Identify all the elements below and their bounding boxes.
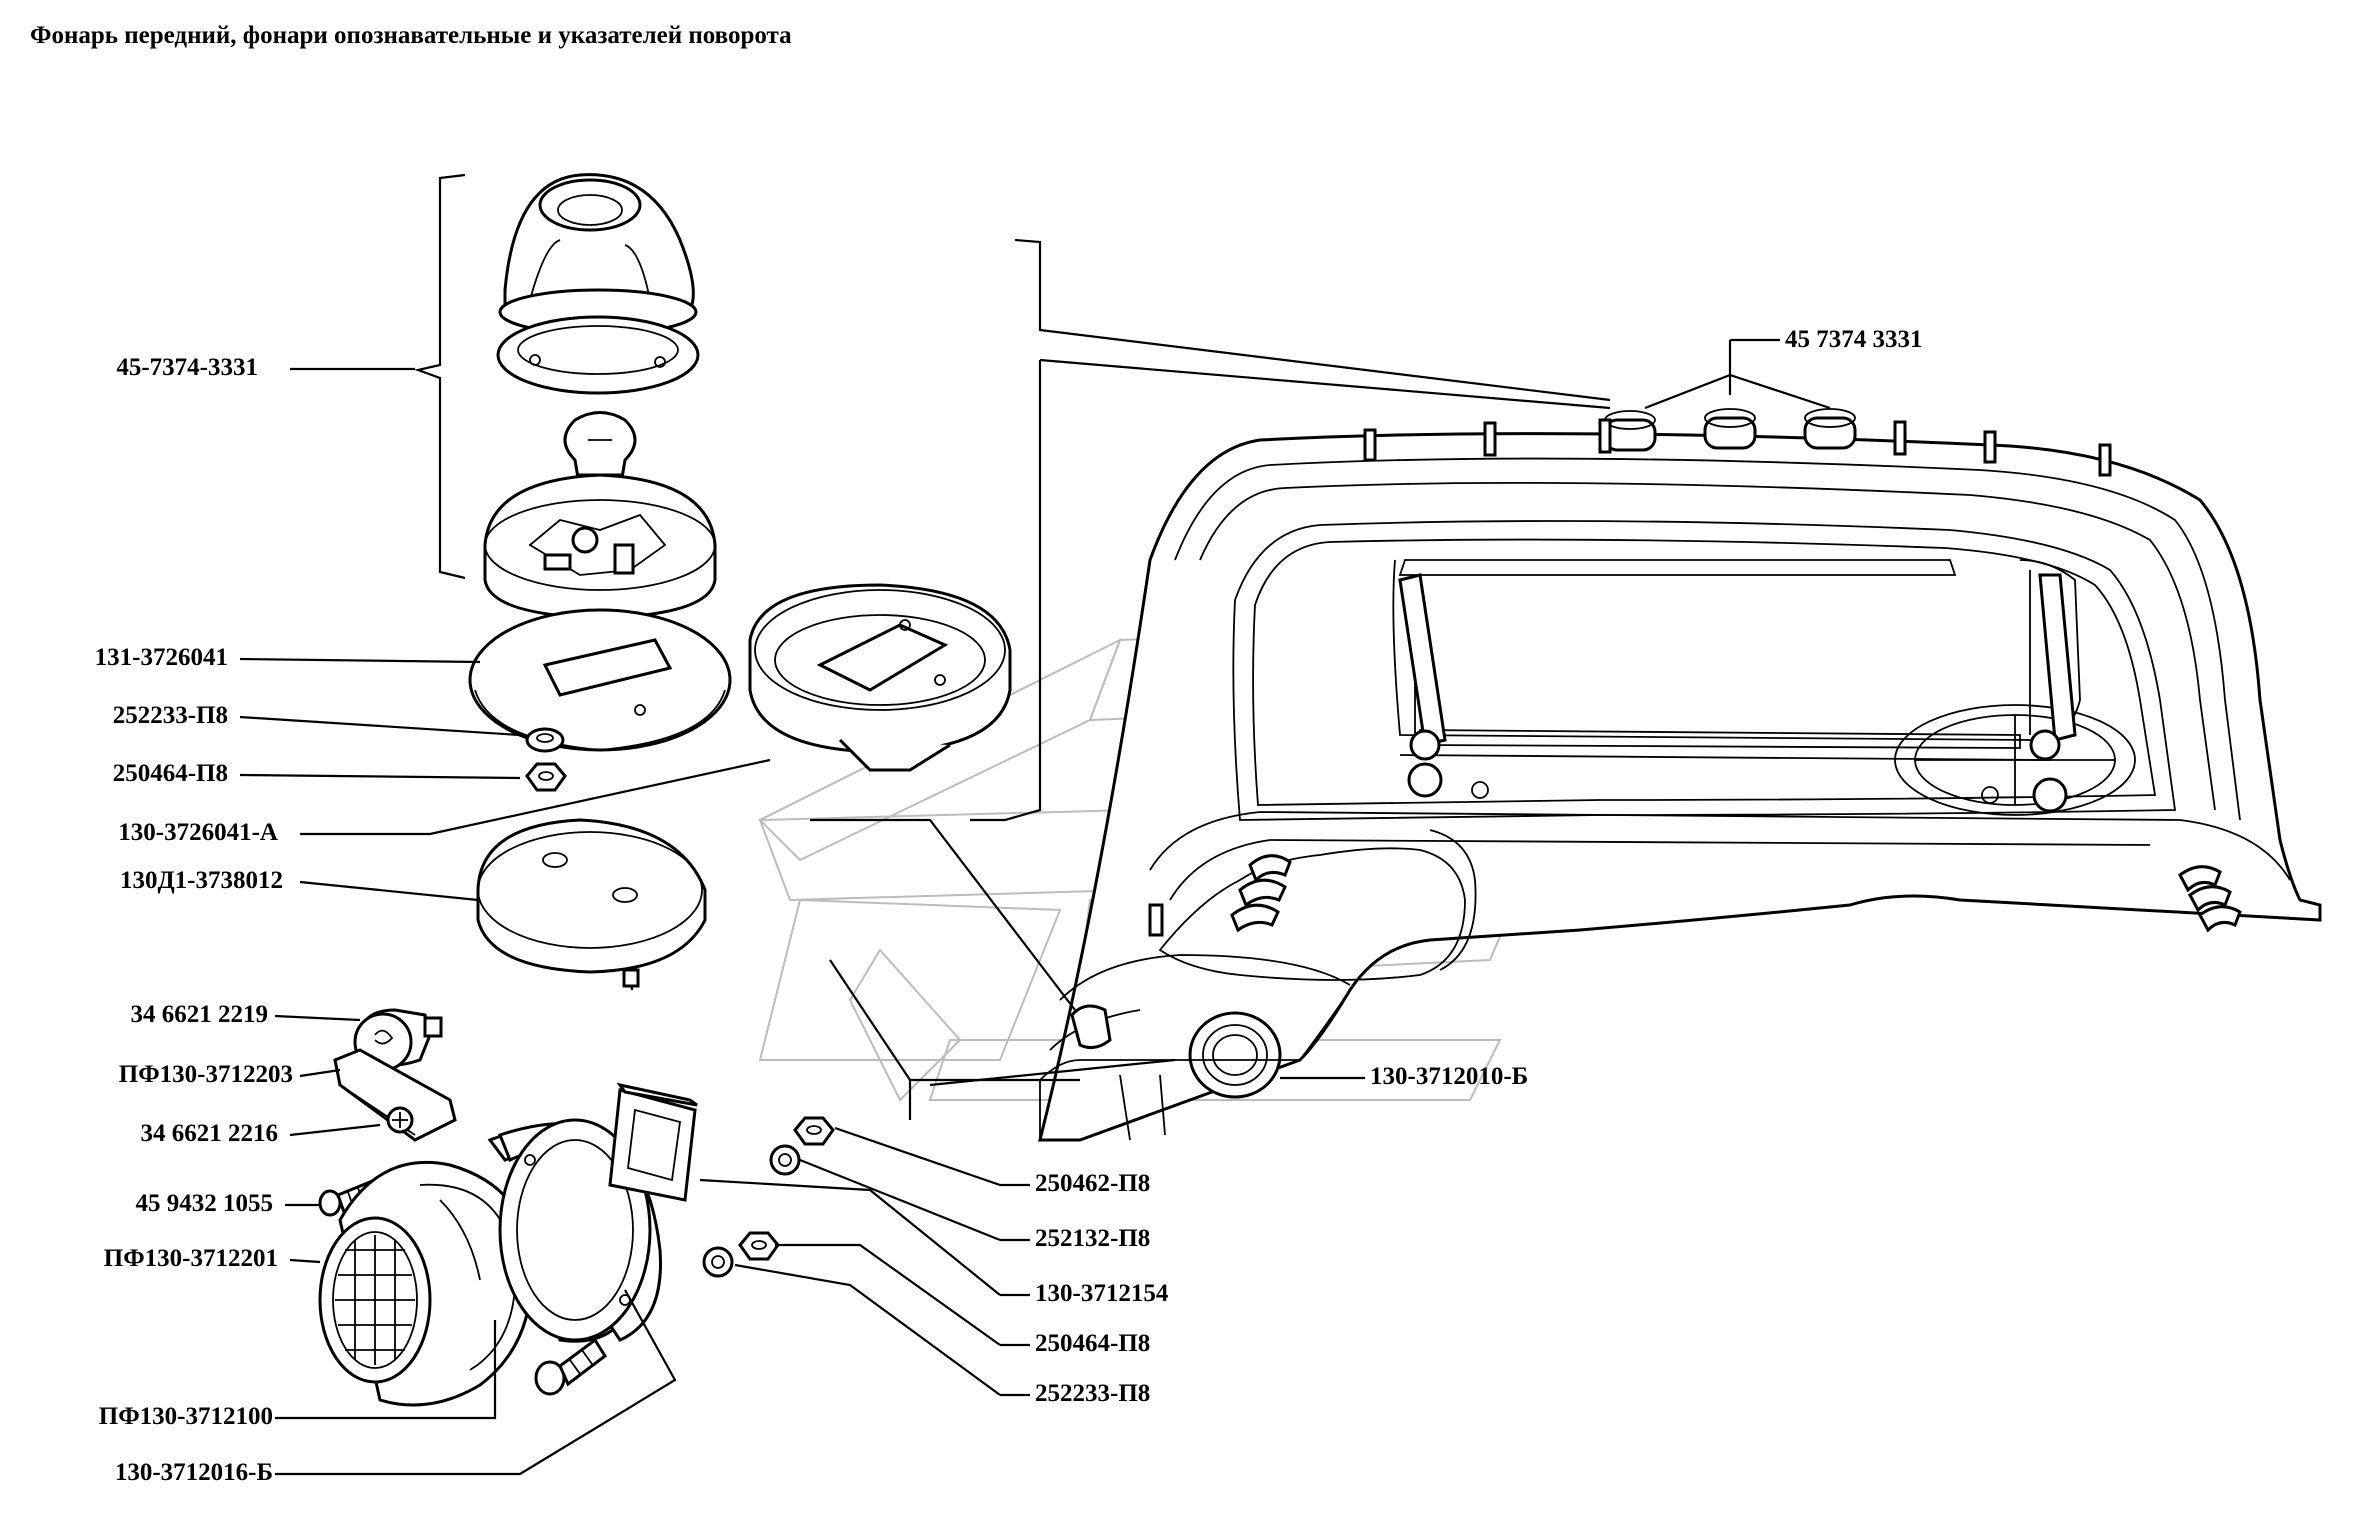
nut-250464 — [738, 1231, 780, 1261]
lamp-lens-cover — [476, 818, 707, 991]
rubber-seal — [608, 1088, 697, 1202]
label-45-9432-1055: 45 9432 1055 — [135, 1190, 274, 1217]
label-131-3726041: 131-3726041 — [94, 644, 228, 671]
label-130-3712016-b: 130-3712016-Б — [114, 1459, 273, 1486]
label-130d1-3738012: 130Д1-3738012 — [119, 867, 283, 894]
washer-252132 — [769, 1144, 801, 1176]
label-250464-p8-right: 250464-П8 — [1035, 1330, 1151, 1357]
label-34-6621-2216: 34 6621 2216 — [140, 1120, 279, 1147]
lamp-socket-base — [483, 473, 717, 620]
vehicle-cab — [1038, 408, 2322, 1142]
label-pf130-3712203: ПФ130-3712203 — [118, 1061, 293, 1088]
label-250462-p8: 250462-П8 — [1035, 1170, 1151, 1197]
stack-bracket — [414, 173, 466, 580]
label-130-3726041-a: 130-3726041-А — [118, 819, 278, 846]
seal-plate — [616, 1082, 698, 1107]
label-45-7374-3331-left: 45-7374-3331 — [116, 354, 258, 381]
label-34-6621-2219: 34 6621 2219 — [130, 1001, 269, 1028]
label-pf130-3712201: ПФ130-3712201 — [103, 1245, 278, 1272]
label-pf130-3712100: ПФ130-3712100 — [98, 1403, 273, 1430]
nut-small — [525, 762, 567, 792]
label-130-3712154: 130-3712154 — [1035, 1280, 1169, 1307]
lamp-base-plate — [468, 608, 732, 752]
label-252233-p8-left: 252233-П8 — [112, 702, 228, 729]
bulb-holder-plate — [333, 1048, 457, 1142]
leader-lines — [239, 238, 1831, 1476]
washer-small — [525, 727, 565, 753]
diagram-title: Фонарь передний, фонари опознавательные … — [30, 22, 792, 49]
mounting-screw — [534, 1337, 607, 1396]
label-45-7374-3331-right: 45 7374 3331 — [1785, 326, 1923, 353]
top-marker-lamp-cap — [498, 173, 698, 336]
label-252233-p8-right: 252233-П8 — [1035, 1380, 1151, 1407]
label-130-3712010-b: 130-3712010-Б — [1370, 1063, 1529, 1090]
label-252132-p8: 252132-П8 — [1035, 1225, 1151, 1252]
lamp-socket-ring — [748, 583, 1012, 772]
lamp-gasket-ring — [496, 315, 700, 395]
washer-252233 — [702, 1246, 734, 1278]
nut-250462 — [793, 1116, 835, 1146]
label-250464-p8-left: 250464-П8 — [112, 760, 228, 787]
turn-signal-lens — [318, 1216, 432, 1384]
